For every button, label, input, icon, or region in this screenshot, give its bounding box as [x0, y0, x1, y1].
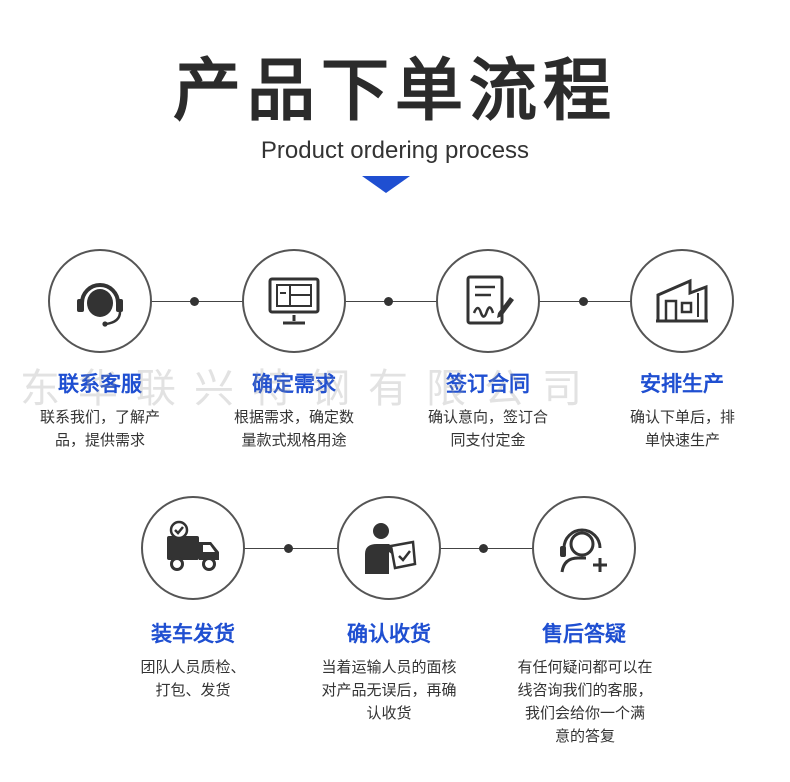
- step-7-icon-circle: [532, 496, 636, 600]
- step-6-icon-circle: [337, 496, 441, 600]
- monitor-blueprint-icon: [268, 277, 320, 325]
- step-1-icon-circle: [48, 249, 152, 353]
- step-3-icon-circle: [436, 249, 540, 353]
- contract-sign-icon: [466, 275, 514, 325]
- step-4-description: 确认下单后，排 单快速生产: [629, 408, 735, 449]
- step-1-description: 联系我们，了解产 品，提供需求: [39, 408, 160, 449]
- page-subtitle: Product ordering process: [260, 137, 530, 164]
- delivery-truck-icon: [167, 520, 219, 571]
- step-2-description: 根据需求，确定数 量款式规格用途: [233, 408, 354, 449]
- step-3-title: 签订合同: [446, 372, 530, 396]
- step-2-title: 确定需求: [252, 372, 336, 396]
- headset-support-icon: [77, 283, 123, 327]
- step-2-icon-circle: [242, 249, 346, 353]
- connector-dot: [190, 297, 199, 306]
- step-3-description: 确认意向，签订合 同支付定金: [427, 408, 548, 449]
- watermark: 东华联兴特钢有限公司: [20, 366, 600, 412]
- step-7-description: 有任何疑问都可以在 线咨询我们的客服， 我们会给你一个满 意的答复: [517, 658, 653, 745]
- down-arrow-icon: [362, 176, 410, 193]
- step-5-icon-circle: [141, 496, 245, 600]
- step-6-title: 确认收货: [347, 622, 431, 646]
- factory-icon: [656, 278, 708, 323]
- connector-dot: [479, 544, 488, 553]
- step-5-title: 装车发货: [151, 622, 235, 646]
- after-sales-support-icon: [560, 528, 607, 573]
- step-4-title: 安排生产: [640, 372, 724, 396]
- step-7-title: 售后答疑: [542, 622, 626, 646]
- person-checking-icon: [365, 523, 417, 574]
- connector-dot: [579, 297, 588, 306]
- step-4-icon-circle: [630, 249, 734, 353]
- connector-line: [439, 548, 537, 549]
- step-1-title: 联系客服: [58, 372, 142, 396]
- connector-dot: [284, 544, 293, 553]
- step-5-description: 团队人员质检、 打包、发货: [140, 658, 246, 699]
- step-6-description: 当着运输人员的面核 对产品无误后，再确 认收货: [321, 658, 457, 722]
- connector-line: [344, 301, 442, 302]
- page-title: 产品下单流程: [172, 52, 617, 131]
- connector-dot: [384, 297, 393, 306]
- connector-line: [150, 301, 248, 302]
